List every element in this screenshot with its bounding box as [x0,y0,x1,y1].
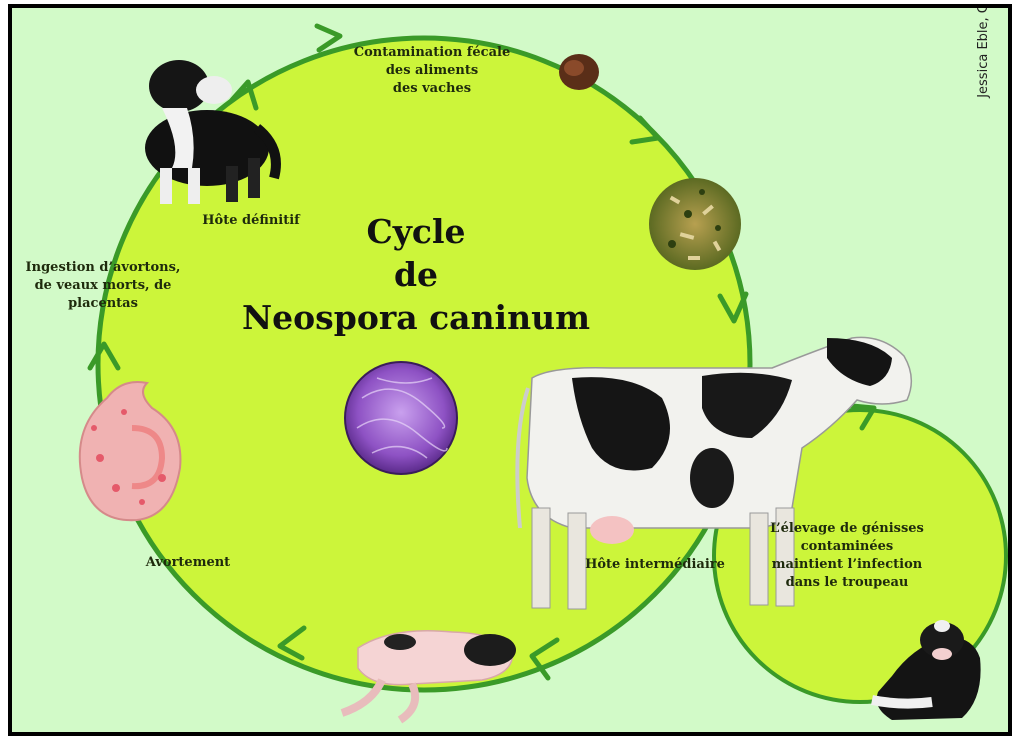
title-line-3: Neospora caninum [226,296,606,339]
diagram-artwork [12,8,1008,732]
label-avortement: Avortement [128,554,248,572]
label-ingestion: Ingestion d’avortons, de veaux morts, de… [18,259,188,313]
label-hote-definitif: Hôte définitif [186,212,316,230]
cycle-diagram: Cycle de Neospora caninum Contamination … [8,4,1012,736]
oocyst-icon [345,362,457,474]
title-line-2: de [226,253,606,296]
label-elevage: L’élevage de génisses contaminées mainti… [752,520,942,592]
feed-icon [649,178,741,270]
feces-icon [559,54,599,90]
calf-icon [342,631,516,720]
label-hote-intermediaire: Hôte intermédiaire [570,556,740,574]
credit-text: Jessica Eble, GDS 63 [976,4,996,116]
label-contamination: Contamination fécale des aliments des va… [332,44,532,98]
